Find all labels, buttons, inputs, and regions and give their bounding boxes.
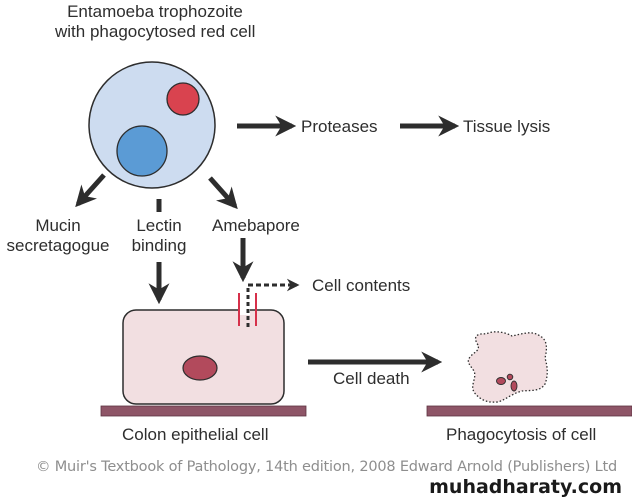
label-cell-contents: Cell contents	[312, 276, 411, 295]
mucin-line-1: Mucin	[35, 216, 81, 235]
title-line-1: Entamoeba trophozoite	[67, 2, 243, 21]
title-line-2: with phagocytosed red cell	[55, 22, 256, 41]
phagocytosed-red-cell	[166, 82, 200, 116]
colon-epithelial-cell	[100, 278, 307, 417]
lectin-line-2: binding	[131, 236, 187, 255]
trophozoite-nucleus	[116, 125, 168, 177]
label-lectin-binding: Lectin binding	[124, 216, 194, 256]
mucin-line-2: secretagogue	[6, 236, 110, 255]
diagram-title: Entamoeba trophozoite with phagocytosed …	[55, 2, 255, 42]
label-phagocytosis: Phagocytosis of cell	[446, 425, 597, 444]
watermark: muhadharaty.com	[429, 476, 622, 498]
epithelial-nucleus	[182, 355, 218, 381]
label-tissue-lysis: Tissue lysis	[463, 117, 551, 136]
lectin-line-1: Lectin	[136, 216, 182, 235]
dying-cell	[426, 331, 632, 417]
label-cell-death: Cell death	[333, 369, 410, 388]
arrow-to-amebapore	[208, 176, 238, 210]
arrow-to-mucin	[75, 173, 106, 208]
debris-1	[496, 377, 506, 385]
label-colon-epithelial-cell: Colon epithelial cell	[122, 425, 269, 444]
trophozoite	[88, 61, 216, 189]
label-amebapore: Amebapore	[212, 216, 300, 235]
debris-3	[510, 380, 518, 392]
debris-2	[506, 373, 514, 381]
basement-membrane-right	[426, 405, 632, 417]
label-mucin-secretagogue: Mucin secretagogue	[0, 216, 116, 256]
copyright-notice: © Muir's Textbook of Pathology, 14th edi…	[36, 459, 618, 475]
dying-cell-body	[467, 331, 548, 403]
label-proteases: Proteases	[301, 117, 378, 136]
basement-membrane-left	[100, 405, 307, 417]
